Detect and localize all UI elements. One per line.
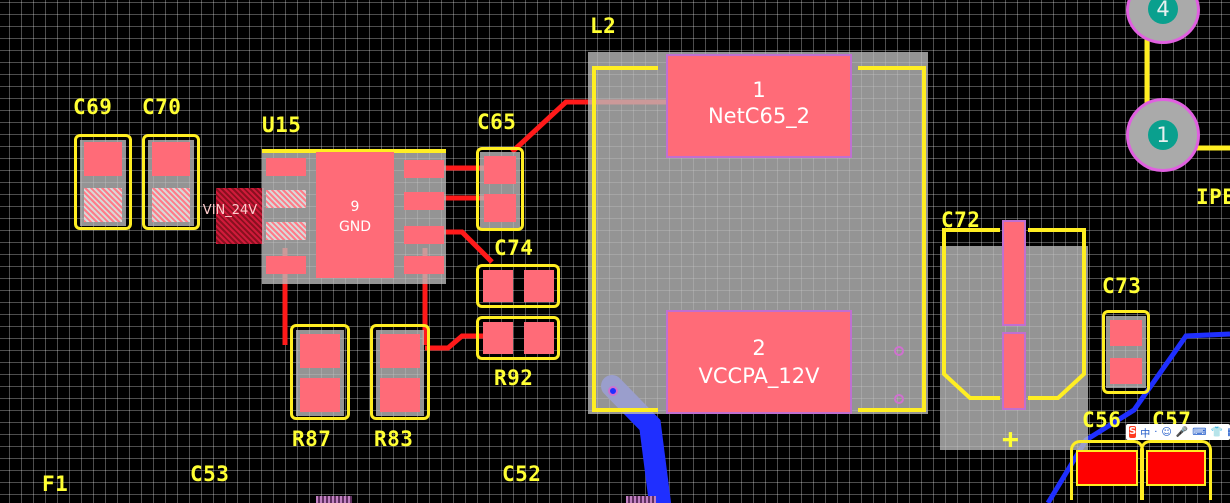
r92-pad-1[interactable] <box>483 322 513 354</box>
ime-language-toggle[interactable]: 中 <box>1140 428 1151 440</box>
c74-designator: C74 <box>494 236 534 260</box>
via-2[interactable] <box>894 394 904 404</box>
connector-pin-1-pad[interactable] <box>1148 120 1178 150</box>
ime-emoji-icon[interactable]: ☺ <box>1161 426 1172 438</box>
connector-pin-4-label: 4 <box>1156 0 1170 21</box>
c70-pad-1[interactable] <box>152 142 190 176</box>
c56-pad[interactable] <box>1076 450 1138 486</box>
c74-pad-2[interactable] <box>524 270 554 302</box>
u15-pad-7[interactable] <box>404 192 444 210</box>
c72-pad-2[interactable] <box>1002 332 1026 410</box>
u15-pad9-net: GND <box>338 219 372 235</box>
r92-outline[interactable] <box>476 316 560 360</box>
u15-pad-4[interactable] <box>266 256 306 274</box>
u15-silk-top <box>262 149 446 153</box>
u15-pad9-number: 9 <box>350 199 360 215</box>
f1-designator: F1 <box>42 472 69 496</box>
ime-brand-icon[interactable]: S <box>1129 426 1137 438</box>
c74-outline[interactable] <box>476 264 560 308</box>
c73-outline[interactable] <box>1102 310 1150 394</box>
u15-pad-3[interactable] <box>266 222 306 240</box>
u15-pad-2[interactable] <box>266 190 306 208</box>
vin-net-label: VIN_24V <box>202 203 258 218</box>
c73-pad-1[interactable] <box>1110 320 1142 346</box>
bottom-trace-c73[interactable] <box>1045 331 1230 503</box>
input-method-toolbar[interactable]: S 中 · ☺ 🎤 ⌨ 👕 ▦ <box>1126 424 1230 440</box>
via-bottom[interactable] <box>608 386 618 396</box>
l2-designator: L2 <box>590 14 617 38</box>
c70-outline[interactable] <box>142 134 200 230</box>
l2-pad1-net: NetC65_2 <box>707 104 811 128</box>
c53-designator: C53 <box>190 462 230 486</box>
u15-pad-8[interactable] <box>404 160 444 178</box>
c69-outline[interactable] <box>74 134 132 230</box>
c65-outline[interactable] <box>476 147 524 231</box>
l2-pad2-number: 2 <box>752 336 766 360</box>
ime-skin-icon[interactable]: 👕 <box>1210 426 1224 438</box>
c73-designator: C73 <box>1102 274 1142 298</box>
c65-pad-1[interactable] <box>484 156 516 184</box>
r87-pad-2[interactable] <box>300 378 340 412</box>
r83-outline[interactable] <box>370 324 430 420</box>
via-1[interactable] <box>894 346 904 356</box>
c72-polarity-mark: + <box>1002 422 1020 455</box>
c56-silk-arc <box>1070 440 1144 500</box>
r92-designator: R92 <box>494 366 534 390</box>
c72-pad-1[interactable] <box>1002 220 1026 326</box>
u15-pad-1[interactable] <box>266 158 306 176</box>
c69-pad-2[interactable] <box>84 188 122 222</box>
ime-keyboard-icon[interactable]: ⌨ <box>1192 426 1207 438</box>
c65-pad-2[interactable] <box>484 194 516 222</box>
r87-outline[interactable] <box>290 324 350 420</box>
c57-pad[interactable] <box>1146 450 1206 486</box>
c53-pad-stub <box>316 496 352 503</box>
c52-pad-stub <box>626 496 656 503</box>
c65-designator: C65 <box>477 110 517 134</box>
u15-pad-6[interactable] <box>404 226 444 244</box>
r83-designator: R83 <box>374 427 414 451</box>
l2-pad-2[interactable] <box>666 310 852 414</box>
c69-pad-1[interactable] <box>84 142 122 176</box>
r87-designator: R87 <box>292 427 332 451</box>
r92-pad-2[interactable] <box>524 322 554 354</box>
u15-designator: U15 <box>262 113 302 137</box>
l2-pad-1[interactable] <box>666 54 852 158</box>
ime-toolbox-icon[interactable]: ▦ <box>1227 427 1230 438</box>
c69-designator: C69 <box>73 95 113 119</box>
c57-silk-arc <box>1140 440 1212 500</box>
ime-voice-icon[interactable]: 🎤 <box>1175 426 1189 438</box>
c74-pad-1[interactable] <box>483 270 513 302</box>
r83-pad-2[interactable] <box>380 378 420 412</box>
c70-designator: C70 <box>142 95 182 119</box>
ime-punctuation-icon[interactable]: · <box>1154 426 1158 438</box>
l2-pad1-number: 1 <box>752 78 766 102</box>
r87-pad-1[interactable] <box>300 334 340 368</box>
r83-pad-1[interactable] <box>380 334 420 368</box>
c73-pad-2[interactable] <box>1110 358 1142 384</box>
u15-pad-5[interactable] <box>404 256 444 274</box>
c70-pad-2[interactable] <box>152 188 190 222</box>
c56-designator: C56 <box>1082 408 1122 432</box>
u15-pad-9-gnd[interactable] <box>316 152 394 278</box>
connector-pin-1-label: 1 <box>1156 123 1170 147</box>
c52-designator: C52 <box>502 462 542 486</box>
trace-u15-c74[interactable] <box>442 229 494 264</box>
connector-pin-4-pad[interactable] <box>1148 0 1178 24</box>
l2-pad2-net: VCCPA_12V <box>698 364 820 388</box>
c72-designator: C72 <box>941 208 981 232</box>
vin-copper-pour[interactable] <box>216 188 264 244</box>
ipe-designator: IPE <box>1196 185 1230 209</box>
